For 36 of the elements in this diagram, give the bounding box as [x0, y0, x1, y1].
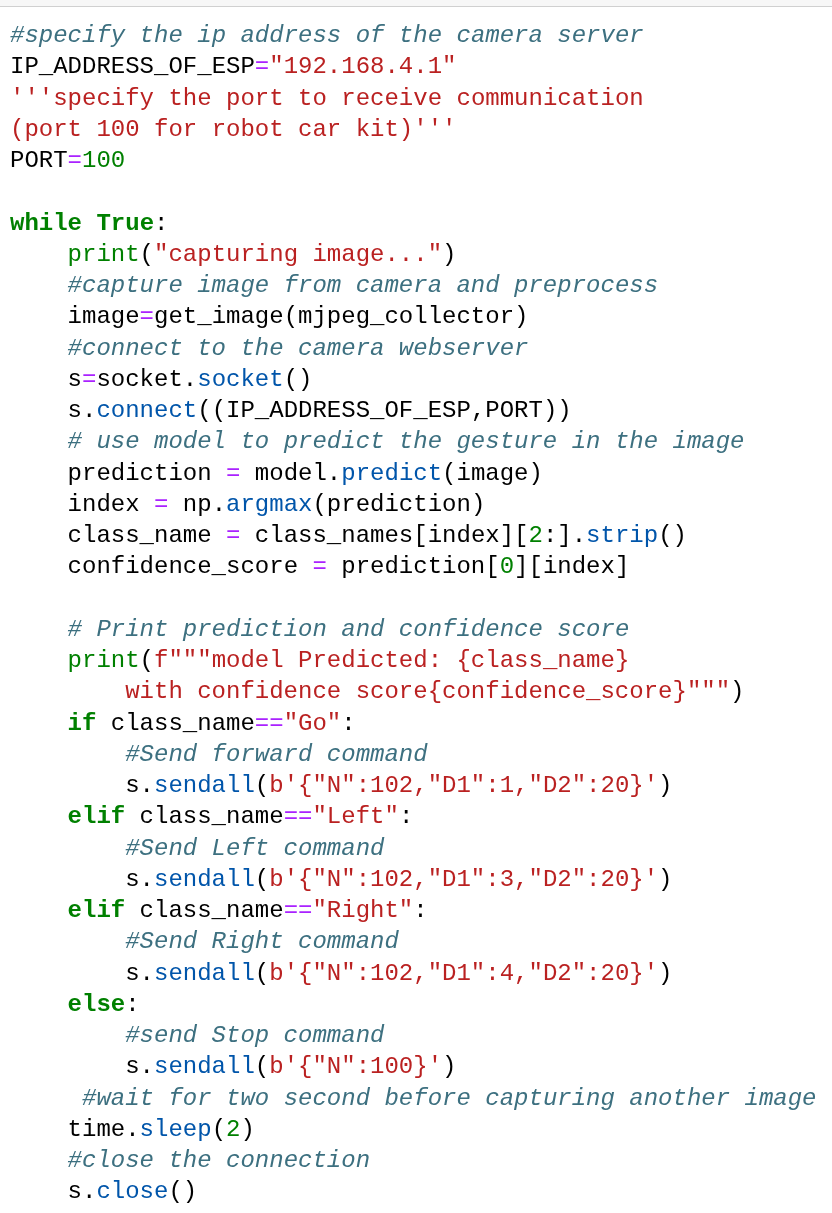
- code-line: image=get_image(mjpeg_collector): [67, 302, 529, 333]
- code-line: index = np.argmax(prediction): [67, 489, 486, 520]
- code-line: s=socket.socket(): [67, 364, 313, 395]
- code-line: s.sendall(b'{"N":102,"D1":4,"D2":20}'): [125, 958, 673, 989]
- code-comment: #connect to the camera webserver: [67, 333, 529, 364]
- code-line: s.connect((IP_ADDRESS_OF_ESP,PORT)): [67, 396, 572, 426]
- code-comment: # use model to predict the gesture in the image: [67, 427, 745, 458]
- code-comment: # Print prediction and confidence score: [67, 614, 630, 645]
- code-line: s.close(): [67, 1177, 198, 1208]
- code-line: IP_ADDRESS_OF_ESP="192.168.4.1": [10, 52, 457, 83]
- code-comment: #close the connection: [67, 1146, 371, 1176]
- code-comment: #wait for two second before capturing another image: [82, 1083, 817, 1114]
- code-line: '''specify the port to receive communication: [10, 83, 644, 114]
- code-comment: #Send forward command: [125, 739, 428, 770]
- code-line: print(f"""model Predicted: {class_name}: [67, 646, 630, 676]
- code-line: if class_name=="Go":: [67, 708, 356, 739]
- code-comment: #Send Right command: [125, 927, 399, 958]
- code-line: print("capturing image..."): [67, 239, 457, 270]
- code-line: class_name = class_names[index][2:].strip(): [67, 521, 687, 551]
- code-comment: #send Stop command: [125, 1021, 385, 1051]
- code-line: prediction = model.predict(image): [67, 458, 543, 489]
- code-line: s.sendall(b'{"N":102,"D1":1,"D2":20}'): [125, 771, 673, 801]
- code-line: (port 100 for robot car kit)''': [10, 114, 457, 145]
- code-line: while True:: [10, 208, 169, 239]
- code-line: with confidence score{confidence_score}"""): [125, 677, 745, 708]
- code-comment: #capture image from camera and preprocess: [67, 271, 659, 301]
- code-line: s.sendall(b'{"N":102,"D1":3,"D2":20}'): [125, 864, 673, 895]
- code-line: time.sleep(2): [67, 1114, 255, 1145]
- code-comment: #specify the ip address of the camera server: [10, 21, 644, 51]
- code-line: PORT=100: [10, 146, 126, 176]
- code-line: else:: [67, 989, 140, 1020]
- code-line: elif class_name=="Left":: [67, 802, 414, 833]
- code-line: s.sendall(b'{"N":100}'): [125, 1052, 457, 1083]
- code-line: confidence_score = prediction[0][index]: [67, 552, 630, 583]
- code-comment: #Send Left command: [125, 833, 385, 864]
- code-line: elif class_name=="Right":: [67, 896, 428, 926]
